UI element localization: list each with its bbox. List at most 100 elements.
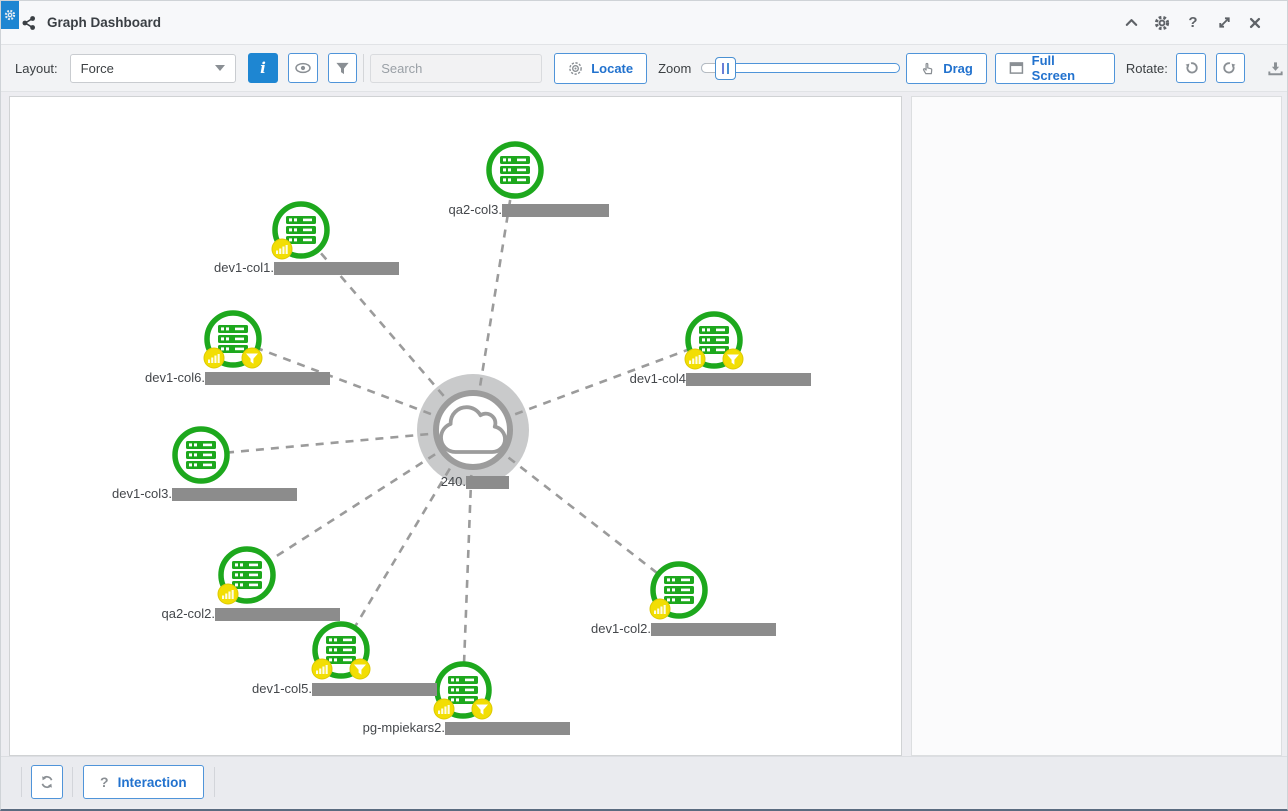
share-icon xyxy=(21,15,37,31)
graph-node-dev1-col5[interactable] xyxy=(311,621,371,680)
detail-panel xyxy=(911,96,1282,756)
bar-chart-badge-icon xyxy=(649,598,671,620)
graph-node-dev1-col1[interactable] xyxy=(271,201,330,260)
graph-node-qa2-col3[interactable] xyxy=(486,141,544,199)
filter-badge-icon xyxy=(722,348,744,370)
hand-pointer-icon xyxy=(923,62,933,74)
filter-badge-icon xyxy=(471,698,493,720)
info-icon: i xyxy=(260,59,266,77)
cloud-icon[interactable] xyxy=(433,390,513,470)
zoom-slider[interactable] xyxy=(701,56,901,80)
drag-label: Drag xyxy=(943,60,973,76)
server-icon xyxy=(286,216,316,244)
bar-chart-badge-icon xyxy=(271,238,293,260)
node-qa2-col3-label: qa2-col3. xyxy=(448,202,502,217)
toolbar: Layout: Force i Locate xyxy=(1,45,1287,92)
help-button[interactable]: ? xyxy=(1181,11,1205,35)
gear-icon xyxy=(1154,15,1170,30)
locate-label: Locate xyxy=(591,60,634,76)
server-icon xyxy=(448,676,478,704)
node-dev1-col2-label: dev1-col2. xyxy=(591,621,651,636)
node-dev1-col2-redaction-bar xyxy=(651,623,776,636)
bar-chart-badge-icon xyxy=(203,347,225,369)
node-qa2-col3-redaction-bar xyxy=(502,204,609,217)
filter-badge-icon xyxy=(349,658,371,680)
bar-chart-badge-icon xyxy=(311,658,333,680)
bullseye-icon xyxy=(569,61,583,75)
server-icon xyxy=(664,576,694,604)
rotate-cw-icon xyxy=(1223,62,1236,74)
bar-chart-badge-icon xyxy=(684,348,706,370)
server-icon xyxy=(232,561,262,589)
footer-divider xyxy=(21,767,22,797)
node-qa2-col2-label: qa2-col2. xyxy=(161,606,215,621)
collapse-button[interactable] xyxy=(1119,11,1143,35)
graph-node-dev1-col3[interactable] xyxy=(172,426,230,484)
node-dev1-col3-label: dev1-col3. xyxy=(112,486,172,501)
node-cloud-redaction-bar xyxy=(466,476,509,489)
refresh-icon xyxy=(41,775,53,789)
titlebar: Graph Dashboard ? xyxy=(1,1,1287,45)
maximize-button[interactable] xyxy=(1212,11,1236,35)
layout-select[interactable]: Force xyxy=(69,53,237,83)
download-icon xyxy=(1268,61,1283,75)
server-icon xyxy=(218,325,248,353)
rotate-label: Rotate: xyxy=(1125,60,1168,76)
rotate-cw-button[interactable] xyxy=(1215,53,1246,83)
gear-icon xyxy=(4,9,16,21)
question-icon: ? xyxy=(1188,14,1198,31)
node-dev1-col1-label: dev1-col1. xyxy=(214,260,274,275)
graph-node-dev1-col4[interactable] xyxy=(684,311,744,370)
drag-button[interactable]: Drag xyxy=(906,52,987,84)
eye-icon xyxy=(294,62,311,74)
server-icon xyxy=(326,636,356,664)
fullscreen-label: Full Screen xyxy=(1031,53,1076,83)
zoom-slider-handle[interactable] xyxy=(715,57,737,80)
bar-chart-badge-icon xyxy=(217,583,239,605)
node-qa2-col2-redaction-bar xyxy=(215,608,340,621)
bar-chart-badge-icon xyxy=(433,698,455,720)
footer-divider xyxy=(72,767,73,797)
corner-gear-badge[interactable] xyxy=(1,1,19,29)
close-icon xyxy=(1249,17,1261,28)
settings-button[interactable] xyxy=(1150,11,1174,35)
graph-node-pg-mpiekars2[interactable] xyxy=(433,661,493,720)
window-icon xyxy=(1009,62,1024,74)
search-input[interactable] xyxy=(370,53,543,83)
locate-button[interactable]: Locate xyxy=(554,52,648,84)
expand-icon xyxy=(1218,17,1230,28)
download-button[interactable] xyxy=(1263,56,1287,80)
node-dev1-col4-redaction-bar xyxy=(686,373,811,386)
graph-canvas[interactable]: 240.qa2-col3.dev1-col1.dev1-col6.dev1-co… xyxy=(9,96,902,756)
fullscreen-button[interactable]: Full Screen xyxy=(994,52,1115,84)
filter-badge-icon xyxy=(241,347,263,369)
interaction-button[interactable]: ? Interaction xyxy=(83,765,204,799)
node-pg-mpiekars2-redaction-bar xyxy=(445,722,570,735)
page-title: Graph Dashboard xyxy=(47,15,162,30)
toggle-labels-button[interactable] xyxy=(287,53,318,83)
question-icon: ? xyxy=(100,774,109,790)
info-button[interactable]: i xyxy=(248,53,278,83)
refresh-button[interactable] xyxy=(31,765,63,799)
footer-bar: ? Interaction xyxy=(1,756,1287,807)
layout-select-value: Force xyxy=(80,60,114,76)
filter-button[interactable] xyxy=(327,53,358,83)
close-button[interactable] xyxy=(1243,11,1267,35)
node-pg-mpiekars2-label: pg-mpiekars2. xyxy=(362,720,445,735)
node-cloud-label: 240. xyxy=(440,474,466,489)
server-icon xyxy=(186,441,216,469)
rotate-ccw-icon xyxy=(1185,62,1198,74)
graph-node-qa2-col2[interactable] xyxy=(217,546,276,605)
toolbar-divider xyxy=(363,54,365,82)
footer-divider xyxy=(213,767,215,797)
chevron-down-icon xyxy=(215,65,226,71)
node-dev1-col5-redaction-bar xyxy=(312,683,437,696)
graph-node-dev1-col2[interactable] xyxy=(649,561,708,620)
interaction-label: Interaction xyxy=(117,774,187,790)
graph-node-dev1-col6[interactable] xyxy=(203,310,263,369)
rotate-ccw-button[interactable] xyxy=(1175,53,1206,83)
node-dev1-col1-redaction-bar xyxy=(274,262,399,275)
layout-label: Layout: xyxy=(15,60,58,76)
node-dev1-col6-redaction-bar xyxy=(205,372,330,385)
